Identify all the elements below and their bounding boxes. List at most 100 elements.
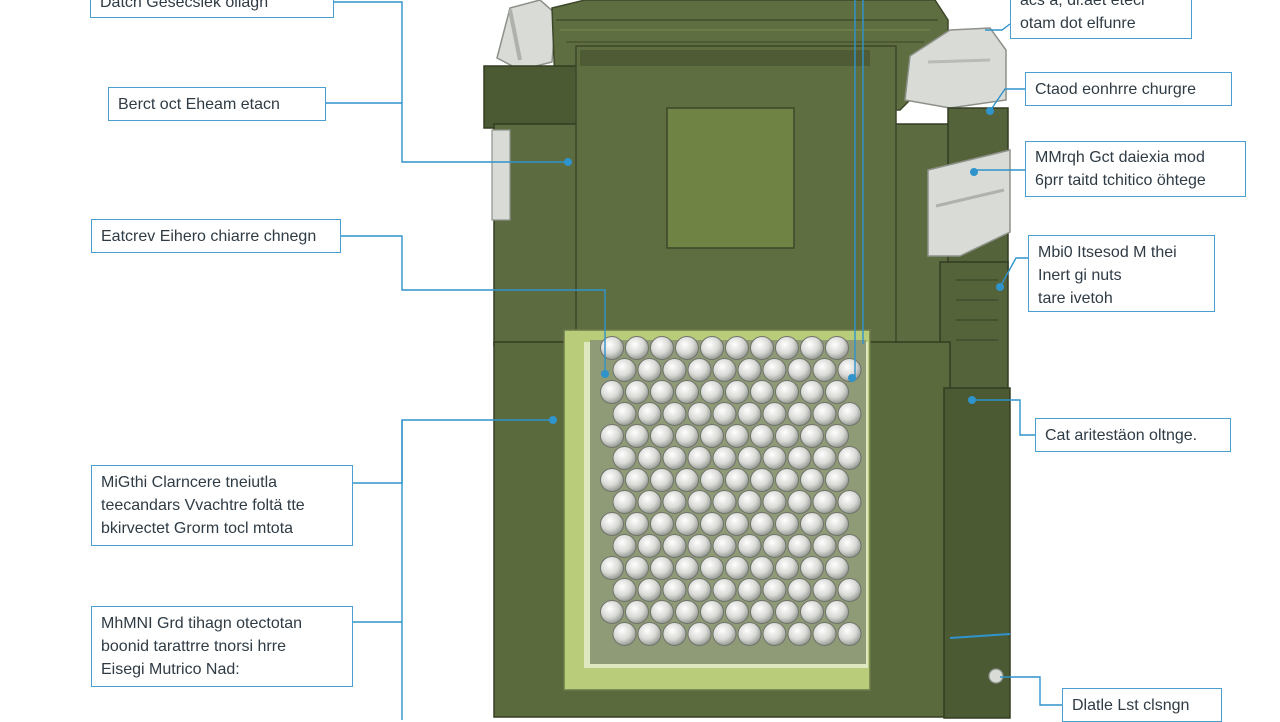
callout-upper-right: Ctaod eonhrre churgre: [1025, 72, 1232, 106]
callout-line: Mbi0 Itsesod M thei: [1038, 244, 1177, 261]
battery-cell: [650, 468, 674, 492]
callout-line: Cat aritestäon oltnge.: [1045, 427, 1198, 444]
callout-line: otam dot elfunre: [1020, 15, 1136, 32]
battery-cell: [600, 512, 624, 536]
battery-cell: [775, 468, 799, 492]
battery-cell: [762, 446, 787, 470]
battery-cell: [687, 490, 712, 514]
leader-line: [353, 621, 403, 720]
battery-cell: [725, 556, 749, 580]
battery-cell: [837, 534, 862, 558]
battery-cell: [787, 446, 812, 470]
battery-cell: [825, 336, 849, 360]
leader-dot: [970, 168, 978, 176]
callout-line: MiGthi Clarncere tneiutla: [101, 474, 278, 491]
battery-cell: [837, 402, 862, 426]
battery-cell: [625, 336, 649, 360]
battery-cell: [675, 424, 699, 448]
battery-cell: [612, 578, 637, 602]
battery-cells: [600, 336, 862, 646]
battery-cell: [612, 622, 637, 646]
battery-cell: [812, 622, 837, 646]
leader-dot: [996, 283, 1004, 291]
battery-cell: [712, 490, 737, 514]
battery-cell: [762, 578, 787, 602]
leader-line: [1000, 676, 1062, 706]
battery-cell: [637, 622, 662, 646]
callout-right-clip: MMrqh Gct daiexia mod 6prr taitd tchitic…: [1025, 141, 1246, 197]
battery-cell: [712, 446, 737, 470]
callout-line: Eatcrev Eihero chiarre chnegn: [101, 228, 317, 245]
callout-bottom-left: MhMNI Grd tihagn otectotan boonid taratt…: [91, 606, 353, 687]
battery-cell: [737, 446, 762, 470]
battery-cell: [625, 512, 649, 536]
display-window: [666, 107, 795, 249]
battery-cell: [612, 358, 637, 382]
battery-cell: [775, 600, 799, 624]
battery-cell: [687, 578, 712, 602]
battery-cell: [737, 358, 762, 382]
battery-cell: [787, 358, 812, 382]
battery-cell: [612, 490, 637, 514]
callout-line: Eisegi Mutrico Nad:: [101, 661, 240, 678]
battery-cell: [637, 534, 662, 558]
battery-cell: [650, 380, 674, 404]
battery-cell: [775, 336, 799, 360]
battery-cell: [825, 468, 849, 492]
battery-cell: [812, 534, 837, 558]
battery-cell: [675, 556, 699, 580]
battery-cell: [762, 534, 787, 558]
callout-right-lower: Cat aritestäon oltnge.: [1035, 418, 1231, 452]
right-side-clip: [927, 149, 1011, 257]
battery-cell: [700, 600, 724, 624]
battery-cell: [675, 468, 699, 492]
battery-cell: [625, 424, 649, 448]
battery-cell: [837, 622, 862, 646]
battery-cell: [662, 622, 687, 646]
battery-cell: [750, 424, 774, 448]
battery-cell: [712, 358, 737, 382]
callout-top-left: Datch Gesecsiek oliagn: [90, 0, 334, 18]
battery-cell: [600, 380, 624, 404]
callout-line: Ctaod eonhrre churgre: [1035, 81, 1196, 98]
battery-cell: [812, 490, 837, 514]
battery-cell: [787, 490, 812, 514]
left-top-clip: [496, 0, 557, 71]
callout-line: MhMNI Grd tihagn otectotan: [101, 615, 302, 632]
battery-cell: [787, 534, 812, 558]
leader-dot: [549, 416, 557, 424]
battery-cell: [725, 468, 749, 492]
battery-cell: [650, 424, 674, 448]
battery-cell: [662, 446, 687, 470]
leader-lines: [326, 0, 1062, 720]
battery-cell: [600, 468, 624, 492]
callout-line: Dlatle Lst clsngn: [1072, 697, 1190, 714]
leader-line: [334, 1, 568, 163]
callout-line: acs a, dl.aet etecl: [1020, 0, 1145, 9]
battery-cell: [650, 556, 674, 580]
cell-cavity: [563, 329, 871, 691]
battery-cell: [837, 490, 862, 514]
battery-cell: [700, 556, 724, 580]
battery-cell: [737, 622, 762, 646]
battery-cell: [787, 578, 812, 602]
battery-cell: [775, 380, 799, 404]
battery-cell: [712, 402, 737, 426]
battery-cell: [812, 402, 837, 426]
callout-bottom-right: Dlatle Lst clsngn: [1062, 688, 1222, 722]
battery-cell: [650, 512, 674, 536]
battery-cell: [725, 424, 749, 448]
callout-line: 6prr taitd tchitico öhtege: [1035, 172, 1206, 189]
battery-cell: [625, 600, 649, 624]
callout-lower-left: MiGthi Clarncere tneiutla teecandars Vva…: [91, 465, 353, 546]
battery-cell: [600, 424, 624, 448]
battery-cell: [675, 380, 699, 404]
battery-cell: [700, 424, 724, 448]
battery-cell: [725, 600, 749, 624]
callout-right-module: Mbi0 Itsesod M thei Inert gi nuts tare i…: [1028, 235, 1215, 312]
battery-cell: [662, 534, 687, 558]
battery-cell: [812, 358, 837, 382]
battery-cell: [775, 424, 799, 448]
battery-cell: [612, 534, 637, 558]
